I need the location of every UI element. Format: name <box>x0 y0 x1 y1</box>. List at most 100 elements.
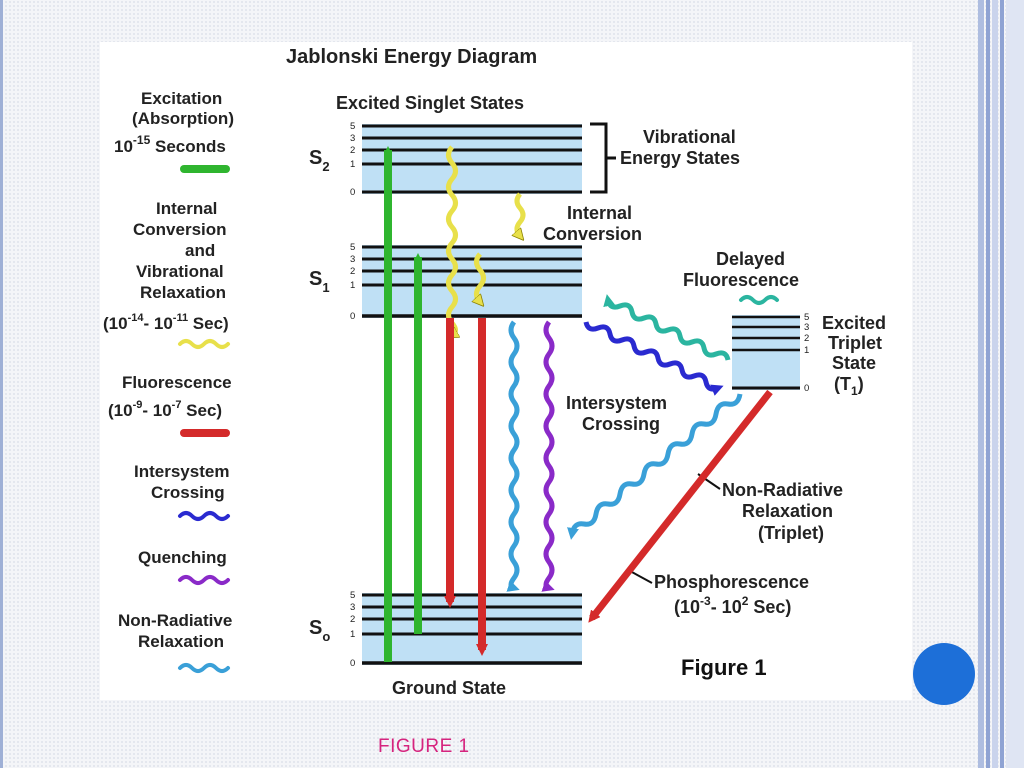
svg-text:Vibrational: Vibrational <box>643 127 736 147</box>
non-radiative-relaxation-wave <box>506 320 520 592</box>
svg-text:3: 3 <box>350 254 355 265</box>
svg-text:(Absorption): (Absorption) <box>132 109 234 128</box>
svg-text:(T1): (T1) <box>834 374 864 398</box>
phosphorescence-label: Phosphorescence <box>654 572 809 592</box>
non-radiative-triplet-label: Non-Radiative Relaxation (Triplet) <box>722 480 843 543</box>
svg-text:Relaxation: Relaxation <box>140 283 226 302</box>
svg-text:(10-14- 10-11 Sec): (10-14- 10-11 Sec) <box>103 312 229 333</box>
intersystem-crossing-wave <box>583 321 724 396</box>
svg-text:State: State <box>832 353 876 373</box>
delayed-fluorescence-key-wave <box>739 295 779 305</box>
slide-frame-right-stripe <box>986 0 990 768</box>
internal-conversion-label: Internal Conversion <box>543 203 642 244</box>
svg-text:2: 2 <box>804 333 809 344</box>
phosphorescence-arrow <box>588 389 773 623</box>
svg-text:Internal: Internal <box>567 203 632 223</box>
svg-text:2: 2 <box>350 145 355 156</box>
figure-label: Figure 1 <box>681 655 767 680</box>
svg-text:3: 3 <box>350 133 355 144</box>
slide-frame-right-stripe <box>992 0 998 768</box>
svg-text:(Triplet): (Triplet) <box>758 523 824 543</box>
s0-label: So <box>309 617 330 644</box>
svg-text:10-15 Seconds: 10-15 Seconds <box>114 133 226 156</box>
non-radiative-triplet-wave <box>567 393 743 540</box>
svg-text:(10-9- 10-7 Sec): (10-9- 10-7 Sec) <box>108 399 222 420</box>
svg-text:Excited: Excited <box>822 313 886 333</box>
phosphorescence-pointer <box>629 570 653 584</box>
svg-text:Relaxation: Relaxation <box>742 501 833 521</box>
vibrational-bracket <box>590 122 616 194</box>
svg-text:Fluorescence: Fluorescence <box>683 270 799 290</box>
svg-text:Excitation: Excitation <box>141 89 222 108</box>
diagram-title: Jablonski Energy Diagram <box>286 46 537 68</box>
s1-label: S1 <box>309 268 330 295</box>
svg-text:Fluorescence: Fluorescence <box>122 373 232 392</box>
svg-text:Intersystem: Intersystem <box>134 462 229 481</box>
slide-frame-right-stripe <box>1006 0 1024 768</box>
legend-intersystem-crossing-swatch <box>178 511 230 521</box>
legend-quenching: Quenching <box>138 548 230 585</box>
svg-text:5: 5 <box>804 312 809 323</box>
svg-text:1: 1 <box>804 345 809 356</box>
figure-caption: FIGURE 1 <box>378 736 470 757</box>
jablonski-diagram: Jablonski Energy Diagram 5 3 2 <box>103 46 886 698</box>
svg-text:5: 5 <box>350 242 355 253</box>
slide-frame-left <box>0 0 3 768</box>
legend-non-radiative-swatch <box>178 663 230 673</box>
svg-text:2: 2 <box>350 266 355 277</box>
s2-level-numbers: 5 3 2 1 0 <box>350 121 355 198</box>
s1-level-numbers: 5 3 2 1 0 <box>350 242 355 322</box>
excited-singlet-states-label: Excited Singlet States <box>336 93 524 113</box>
svg-text:Crossing: Crossing <box>151 483 225 502</box>
intersystem-crossing-label: Intersystem Crossing <box>566 393 667 434</box>
svg-text:1: 1 <box>350 280 355 291</box>
svg-text:2: 2 <box>350 614 355 625</box>
svg-text:Intersystem: Intersystem <box>566 393 667 413</box>
svg-text:3: 3 <box>350 602 355 613</box>
delayed-fluorescence-wave <box>603 294 731 361</box>
svg-text:Relaxation: Relaxation <box>138 632 224 651</box>
s0-level-numbers: 5 3 2 1 0 <box>350 590 355 669</box>
svg-text:0: 0 <box>350 311 355 322</box>
svg-text:1: 1 <box>350 159 355 170</box>
internal-conversion-wave-s1 <box>477 252 486 302</box>
svg-text:Quenching: Quenching <box>138 548 227 567</box>
legend-non-radiative: Non-Radiative Relaxation <box>118 611 232 673</box>
triplet-state-label: Excited Triplet State (T1) <box>822 313 886 398</box>
svg-text:5: 5 <box>350 590 355 601</box>
svg-text:Conversion: Conversion <box>133 220 227 239</box>
ground-state-label: Ground State <box>392 678 506 698</box>
internal-conversion-wave-gap <box>517 192 526 236</box>
vibrational-energy-states-label: Vibrational Energy States <box>620 127 740 168</box>
legend-fluorescence: Fluorescence (10-9- 10-7 Sec) <box>108 373 232 437</box>
slide-frame-right-stripe <box>1000 0 1004 768</box>
svg-text:3: 3 <box>804 322 809 333</box>
legend-internal-conversion: Internal Conversion and Vibrational Rela… <box>103 199 230 349</box>
svg-text:0: 0 <box>350 658 355 669</box>
s2-band <box>362 124 582 194</box>
svg-text:Vibrational: Vibrational <box>136 262 224 281</box>
accent-dot <box>913 643 975 705</box>
legend-excitation: Excitation (Absorption) 10-15 Seconds <box>114 89 234 173</box>
svg-text:Non-Radiative: Non-Radiative <box>118 611 232 630</box>
internal-conversion-wave-s2-s1 <box>446 145 456 335</box>
s1-band <box>362 245 582 318</box>
svg-text:Non-Radiative: Non-Radiative <box>722 480 843 500</box>
svg-text:1: 1 <box>350 629 355 640</box>
phosphorescence-time-label: (10-3- 102 Sec) <box>674 594 791 617</box>
legend: Excitation (Absorption) 10-15 Seconds In… <box>103 89 234 673</box>
svg-text:0: 0 <box>350 187 355 198</box>
svg-text:and: and <box>185 241 215 260</box>
svg-text:Energy States: Energy States <box>620 148 740 168</box>
svg-text:Conversion: Conversion <box>543 224 642 244</box>
svg-text:Internal: Internal <box>156 199 217 218</box>
legend-intersystem-crossing: Intersystem Crossing <box>134 462 230 521</box>
s2-label: S2 <box>309 147 330 174</box>
svg-text:Crossing: Crossing <box>582 414 660 434</box>
jablonski-figure: Jablonski Energy Diagram 5 3 2 <box>100 42 912 700</box>
s0-band <box>362 593 582 665</box>
legend-quenching-swatch <box>178 575 230 585</box>
legend-internal-conversion-swatch <box>178 339 230 349</box>
slide-frame-right-stripe <box>978 0 984 768</box>
delayed-fluorescence-label: Delayed Fluorescence <box>683 249 799 290</box>
